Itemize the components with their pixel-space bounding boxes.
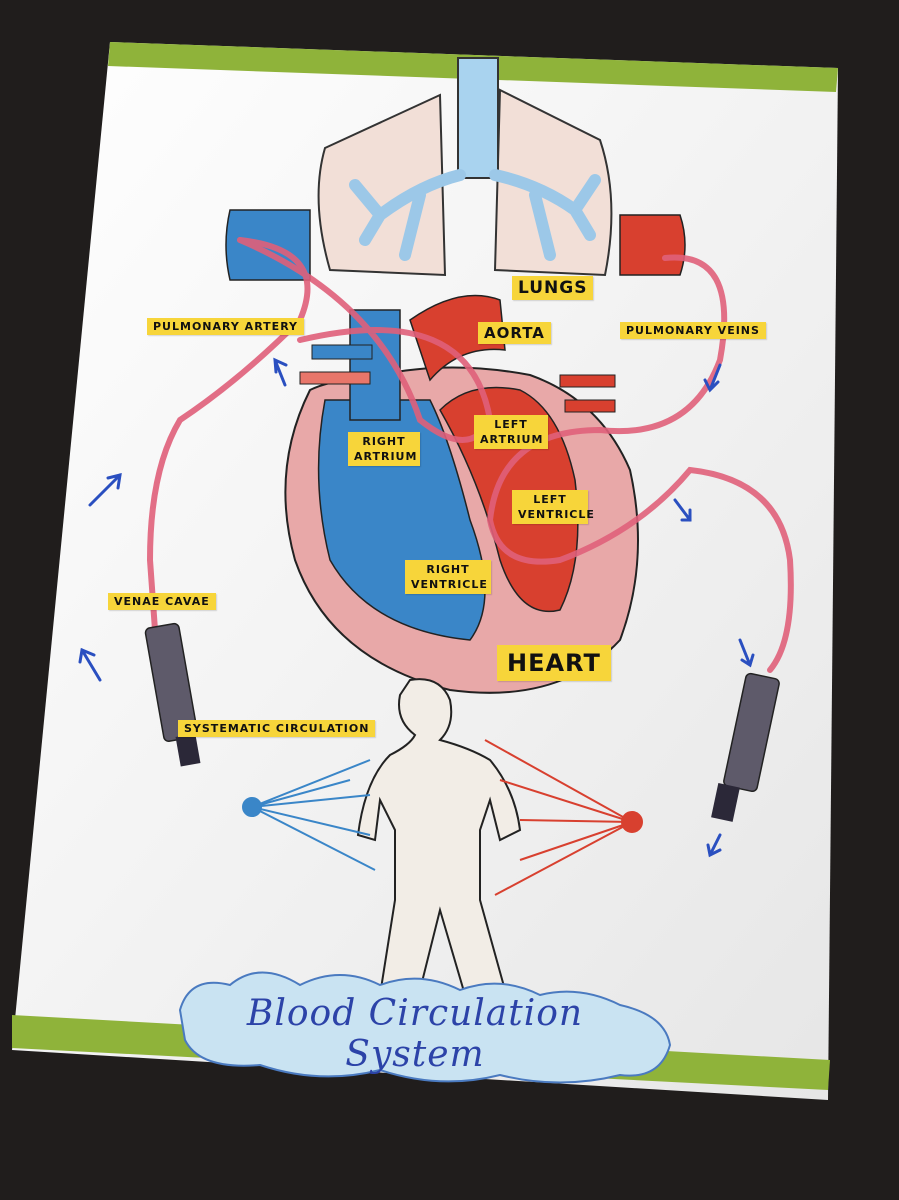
flow-arrows [78, 357, 755, 858]
systemic-rays-red [484, 739, 643, 896]
poster-title: Blood Circulation System [246, 993, 584, 1075]
label-left-atrium: LEFT ARTRIUM [474, 415, 548, 449]
label-aorta: AORTA [478, 322, 551, 344]
tubes [146, 237, 794, 673]
syringe-right-icon [711, 672, 780, 822]
lungs-illustration [317, 57, 613, 277]
label-venae-cavae: VENAE CAVAE [108, 593, 216, 610]
label-right-ventricle: RIGHT VENTRICLE [405, 560, 491, 594]
label-left-ventricle: LEFT VENTRICLE [512, 490, 594, 524]
systemic-rays-blue [242, 759, 376, 871]
label-lungs: LUNGS [512, 276, 594, 300]
label-pulmonary-artery: PULMONARY ARTERY [147, 318, 305, 335]
human-figure [356, 678, 522, 997]
label-pulmonary-veins: PULMONARY VEINS [620, 322, 766, 339]
title-cloud [178, 971, 672, 1084]
syringe-left-icon [144, 622, 201, 767]
label-right-atrium: RIGHT ARTRIUM [348, 432, 420, 466]
label-systematic-circulation: SYSTEMATIC CIRCULATION [178, 720, 376, 737]
label-heart: HEART [497, 645, 611, 681]
